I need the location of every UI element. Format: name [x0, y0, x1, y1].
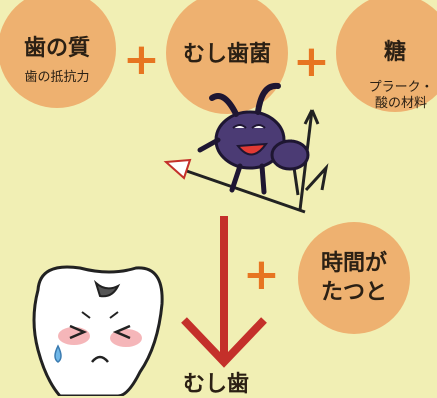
- time-circle: 時間が たつと: [298, 222, 410, 334]
- sad-tooth-icon: [32, 265, 164, 396]
- plus-sign: +: [123, 34, 160, 85]
- germ-icon: [163, 82, 329, 214]
- plus-sign: +: [293, 36, 330, 87]
- sugar-circle: 糖 プラーク・ 酸の材料: [336, 0, 437, 112]
- down-arrow-icon: [181, 216, 267, 368]
- tooth-quality-subtitle: 歯の抵抗力: [24, 70, 90, 85]
- cavity-bacteria-circle: むし歯菌: [166, 0, 288, 114]
- sugar-title: 糖: [383, 40, 406, 65]
- cavity-bacteria-title: むし歯菌: [182, 42, 271, 67]
- tooth-quality-circle: 歯の質 歯の抵抗力: [0, 0, 116, 108]
- sugar-subtitle: プラーク・ 酸の材料: [368, 80, 434, 111]
- result-label: むし歯: [183, 372, 250, 397]
- time-title: 時間が たつと: [320, 251, 387, 305]
- tooth-quality-title: 歯の質: [23, 36, 90, 61]
- plus-sign: +: [243, 249, 280, 300]
